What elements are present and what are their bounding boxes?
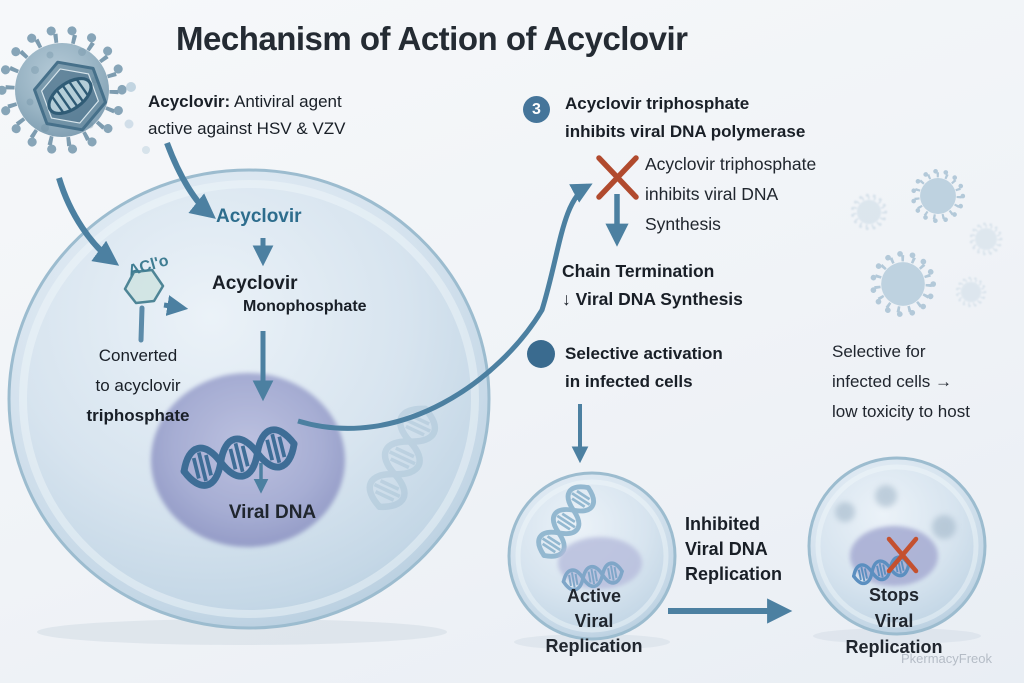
selectivity-line2: infected cells →	[832, 372, 952, 391]
inhibited-replication-label: Inhibited Viral DNA Replication	[685, 512, 782, 587]
active-replication-cell	[507, 471, 677, 641]
intro-text: Acyclovir: Antiviral agent active agains…	[148, 88, 345, 142]
selectivity-line1: Selective for	[832, 342, 926, 361]
converted-line3: triphosphate	[86, 406, 190, 425]
molecule-stem-line	[138, 305, 145, 343]
selectivity-line3: low toxicity to host	[832, 402, 970, 421]
cell-shadow	[514, 634, 670, 650]
selective-line2: in infected cells	[565, 372, 693, 391]
monophosphate-line2: Monophosphate	[243, 298, 367, 315]
herpes-virus-icon	[0, 25, 127, 155]
cell-shadow	[37, 619, 447, 645]
drug-dot	[142, 146, 150, 154]
cell-membrane-inner	[19, 180, 479, 618]
flow-arrows	[56, 141, 793, 624]
active-line2: Viral	[574, 611, 614, 631]
chain-termination-text: Chain Termination ↓ Viral DNA Synthesis	[562, 257, 743, 313]
bullet-icon	[527, 340, 555, 368]
watermark: PkermacyFreok	[901, 651, 993, 666]
capsid-dna-icon	[47, 76, 93, 116]
active-line3: Replication	[545, 636, 643, 656]
arrow-triphosphate-to-inhibition	[297, 183, 593, 431]
viral-dna-label: Viral DNA	[228, 502, 317, 523]
inhibited-line3: Replication	[685, 564, 783, 584]
drug-dot	[126, 82, 136, 92]
selectivity-note: Selective for infected cells → low toxic…	[832, 337, 970, 427]
degraded-virus-blobs	[835, 485, 956, 539]
step3-line2: inhibits viral DNA polymerase	[565, 122, 806, 141]
monophosphate-line1: Acyclovir	[212, 273, 298, 294]
inhibited-line1: Inhibited	[685, 514, 760, 534]
step3-badge: 3	[523, 96, 550, 123]
free-virus-icons	[850, 171, 1003, 314]
inhibition-line1: Acyclovir triphosphate	[645, 154, 817, 174]
stop-x-icon	[886, 536, 919, 574]
inhibition-note: Acyclovir triphosphate inhibits viral DN…	[645, 149, 816, 239]
stops-line2: Viral	[874, 611, 914, 631]
stops-replication-label: Stops Viral Replication	[818, 582, 970, 660]
inhibition-x-icon	[596, 155, 639, 200]
monophosphate-label: Acyclovir Monophosphate	[212, 272, 367, 318]
active-replication-label: Active Viral Replication	[515, 584, 673, 659]
cell-shadow	[813, 628, 981, 644]
chain-line1: Chain Termination	[562, 261, 715, 281]
intro-definition: Antiviral agent	[230, 92, 342, 111]
converted-note: Converted to acyclovir triphosphate	[74, 341, 202, 431]
intro-line2: active against HSV & VZV	[148, 119, 346, 138]
stops-line1: Stops	[868, 585, 919, 605]
step3-line1: Acyclovir triphosphate	[565, 94, 750, 113]
inhibition-line3: Synthesis	[645, 214, 721, 234]
drug-dot	[124, 119, 134, 129]
converted-line2: to acyclovir	[95, 376, 181, 395]
arrow-virus-entry	[56, 177, 120, 266]
arrow-molecule-to-text	[163, 295, 189, 316]
stopped-replication-cell	[807, 456, 987, 636]
host-cell: ACl'o	[7, 82, 491, 630]
stops-line3: Replication	[845, 637, 943, 657]
selective-activation-text: Selective activation in infected cells	[565, 340, 723, 396]
converted-line1: Converted	[98, 346, 178, 365]
selective-line1: Selective activation	[565, 344, 723, 363]
acyclovir-cell-label: Acyclovir	[216, 206, 302, 227]
inhibited-line2: Viral DNA	[685, 539, 768, 559]
page-title: Mechanism of Action of Acyclovir	[176, 20, 688, 57]
inhibition-line2: inhibits viral DNA	[645, 184, 779, 204]
intro-term: Acyclovir:	[148, 92, 231, 111]
active-line1: Active	[566, 586, 622, 606]
arrow-acyclovir-entry	[164, 141, 216, 219]
chain-line2: ↓ Viral DNA Synthesis	[562, 289, 743, 309]
step3-heading: Acyclovir triphosphate inhibits viral DN…	[565, 90, 805, 146]
